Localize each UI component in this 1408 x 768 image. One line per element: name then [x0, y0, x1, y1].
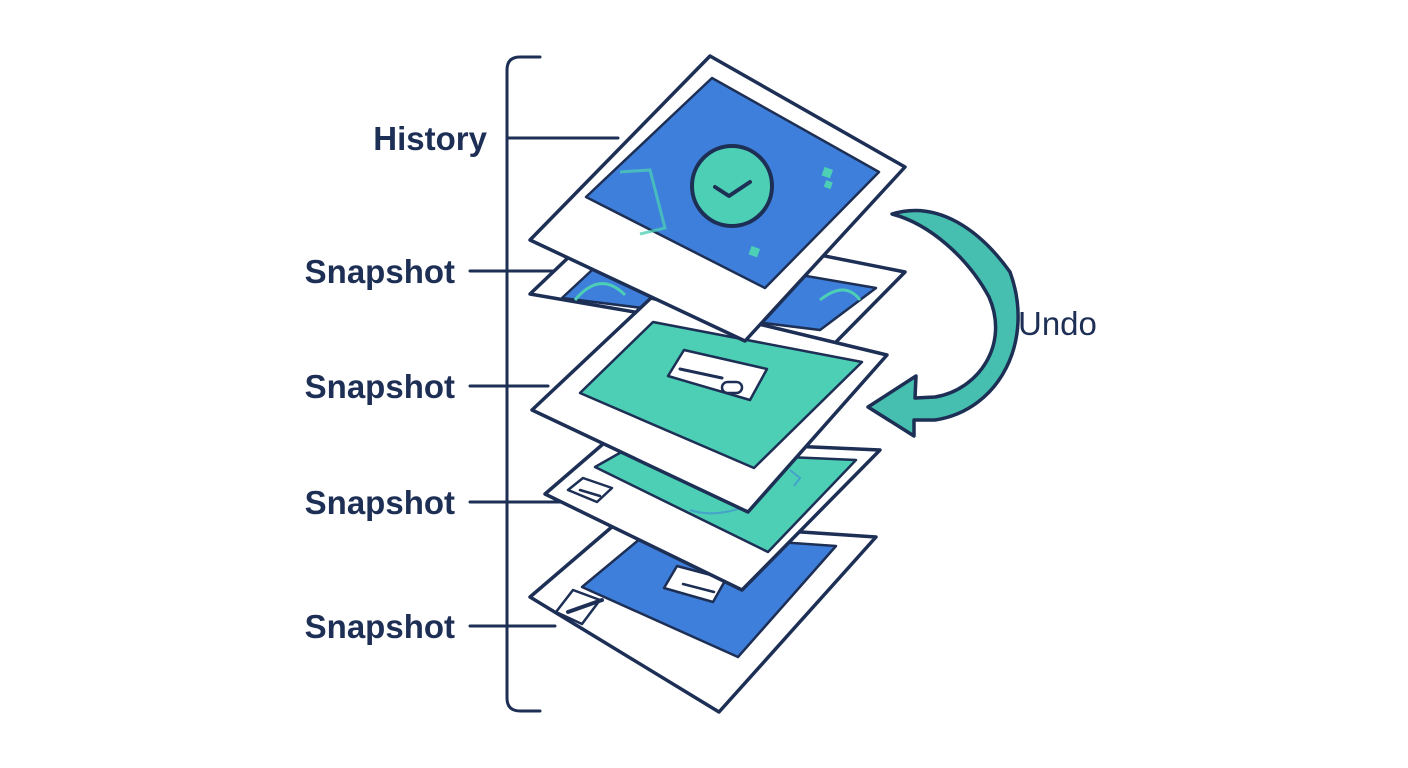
snapshot-card-bottom: [528, 518, 878, 714]
top-card-confetti: [748, 166, 834, 258]
snapshot-label-1: Snapshot: [305, 253, 455, 290]
snapshot-card-top: [528, 54, 907, 343]
card-small-icon: [566, 476, 614, 504]
history-bracket: [505, 55, 542, 713]
card-2-doodles: [573, 282, 862, 302]
snapshot-label-2: Snapshot: [305, 368, 455, 405]
snapshot-card-middle: [530, 296, 889, 514]
connector-lines: [468, 136, 620, 628]
pencil-note-icon: [554, 588, 604, 626]
snapshot-label-4: Snapshot: [305, 608, 455, 645]
undo-label: Undo: [1018, 305, 1097, 342]
labels: History Snapshot Snapshot Snapshot Snaps…: [305, 120, 1097, 645]
top-card-doodles: [619, 168, 667, 236]
history-label: History: [373, 120, 487, 157]
curved-arrow-icon: [866, 208, 1020, 438]
credit-card-icon: [666, 348, 769, 402]
snapshot-label-3: Snapshot: [305, 484, 455, 521]
check-circle-icon: [690, 144, 774, 228]
